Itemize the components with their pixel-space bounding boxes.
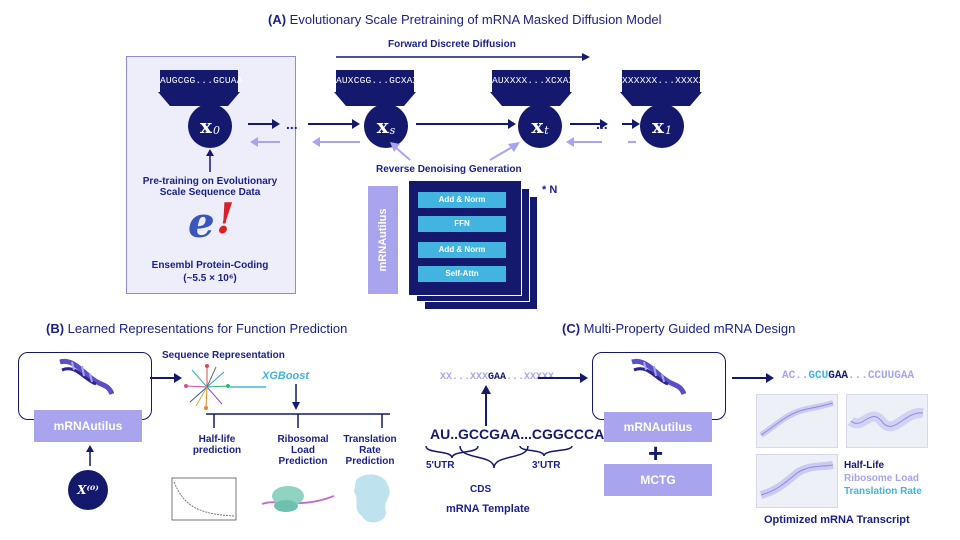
rep-arrow	[150, 373, 182, 383]
panel-a-title: (A) Evolutionary Scale Pretraining of mR…	[268, 12, 662, 27]
legend-translation-rate: Translation Rate	[844, 486, 922, 497]
plus-sign: +	[648, 438, 664, 468]
protein-icon	[354, 474, 390, 523]
block-add-norm-2: Add & Norm	[418, 242, 506, 258]
reverse-arrows	[390, 142, 520, 161]
xgb-arrow	[230, 386, 266, 388]
input-arrow-b	[86, 445, 94, 466]
opt-plot-2	[846, 394, 928, 448]
masked-seq: XX...XXXGAA...XXXXX	[440, 372, 555, 383]
pretrain-arrow	[206, 149, 214, 172]
seq-xs: AUXCGG...GCXAX	[336, 70, 418, 92]
block-ffn: FFN	[418, 216, 506, 232]
masked-to-model-arrow	[538, 373, 588, 383]
seq-x1: XXXXXX...XXXXX	[622, 70, 704, 92]
seq-rep-label: Sequence Representation	[162, 350, 285, 361]
panel-b-title: (B) Learned Representations for Function…	[46, 321, 348, 336]
task-ribosomal-load: Ribosomal Load Prediction	[277, 434, 329, 467]
ensembl-label-1: Ensembl Protein-Coding	[151, 260, 269, 271]
opt-plot-1	[756, 394, 838, 448]
model-label-b: mRNAutilus	[34, 410, 142, 442]
panel-c-title: (C) Multi-Property Guided mRNA Design	[562, 321, 796, 336]
task-half-life: Half-life prediction	[192, 434, 242, 456]
encoder-xt	[490, 92, 572, 106]
pretrain-text: Pre-training on Evolutionary Scale Seque…	[142, 176, 278, 198]
block-self-attn: Self-Attn	[418, 266, 506, 282]
ribosome-icon	[261, 486, 335, 512]
template-label: mRNA Template	[446, 503, 530, 515]
template-seq: AU..GCCGAA...CGGCCCAA	[430, 426, 615, 442]
forward-arrow	[336, 53, 590, 61]
task-branch-arrows	[206, 384, 390, 428]
template-up-arrow	[481, 385, 491, 426]
block-add-norm-1: Add & Norm	[418, 192, 506, 208]
model-card-c	[592, 352, 726, 420]
legend-half-life: Half-Life	[844, 460, 884, 471]
ellipsis-1: ...	[286, 116, 298, 132]
cds-label: CDS	[470, 484, 492, 495]
model-card-b	[18, 352, 152, 420]
embedding-burst-icon	[184, 364, 230, 410]
model-label-c: mRNAutilus	[604, 412, 712, 442]
encoder-xs	[334, 92, 416, 106]
template-braces	[425, 445, 573, 469]
rna-icon-c	[631, 358, 686, 396]
forward-label: Forward Discrete Diffusion	[388, 39, 516, 50]
decay-plot-icon	[171, 477, 237, 521]
input-node-x0: X⁽⁰⁾	[68, 470, 108, 510]
seq-xt: AUXXXX...XCXAX	[492, 70, 574, 92]
mctg-block: MCTG	[604, 464, 712, 496]
repeat-n: * N	[542, 184, 558, 196]
output-arrow	[732, 373, 774, 383]
legend-ribosome-load: Ribosome Load	[844, 473, 920, 484]
output-label: Optimized mRNA Transcript	[764, 514, 910, 526]
utr3-label: 3'UTR	[532, 460, 561, 471]
opt-plot-3	[756, 454, 838, 508]
reverse-label: Reverse Denoising Generation	[376, 164, 522, 175]
rna-icon-b	[59, 358, 114, 396]
diffusion-chain-arrows	[248, 119, 640, 147]
task-translation-rate: Translation Rate Prediction	[343, 434, 397, 467]
xgboost-label: XGBoost	[262, 370, 310, 382]
encoder-x0	[158, 92, 240, 106]
model-label-a: mRNAutilus	[368, 186, 398, 294]
encoder-x1	[620, 92, 702, 106]
ensembl-logo: e !	[188, 194, 235, 247]
utr5-label: 5'UTR	[426, 460, 455, 471]
ensembl-label-2: (~5.5 × 10⁶)	[183, 273, 237, 284]
seq-x0: AUGCGG...GCUAA	[160, 70, 242, 92]
output-seq: AC..GCUGAA...CCUUGAA	[782, 370, 915, 382]
ellipsis-2: ...	[596, 116, 608, 132]
